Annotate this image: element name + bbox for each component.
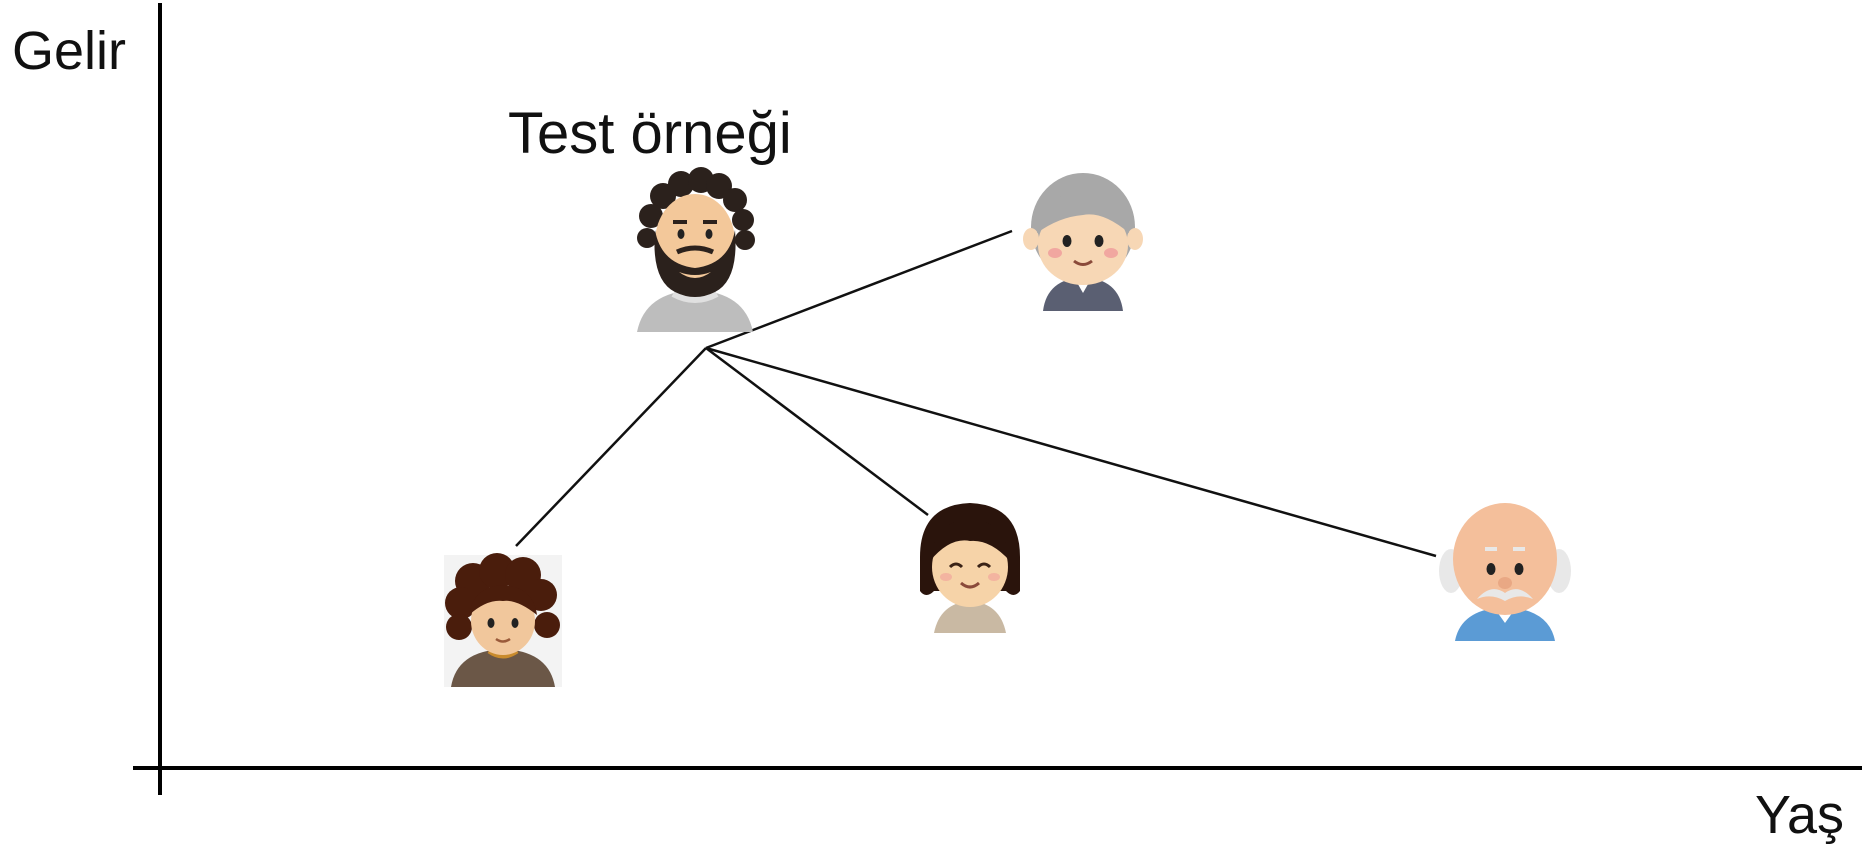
y-axis-label: Gelir (12, 21, 127, 81)
distance-line-curly-hair (515, 347, 707, 547)
neighbor-avatar-curly-hair (444, 553, 562, 687)
neighbor-avatar-old-man (1439, 503, 1571, 641)
test-sample-label: Test örneği (508, 101, 792, 166)
neighbor-avatar-gray-hair (1023, 173, 1143, 311)
test-sample-avatar (637, 167, 755, 332)
x-axis-label: Yaş (1755, 785, 1845, 845)
distance-lines (515, 229, 1437, 558)
distance-line-woman (705, 347, 929, 516)
distance-line-old-man (705, 346, 1437, 558)
neighbor-avatar-woman (920, 503, 1020, 633)
distance-line-gray-hair (705, 229, 1013, 350)
